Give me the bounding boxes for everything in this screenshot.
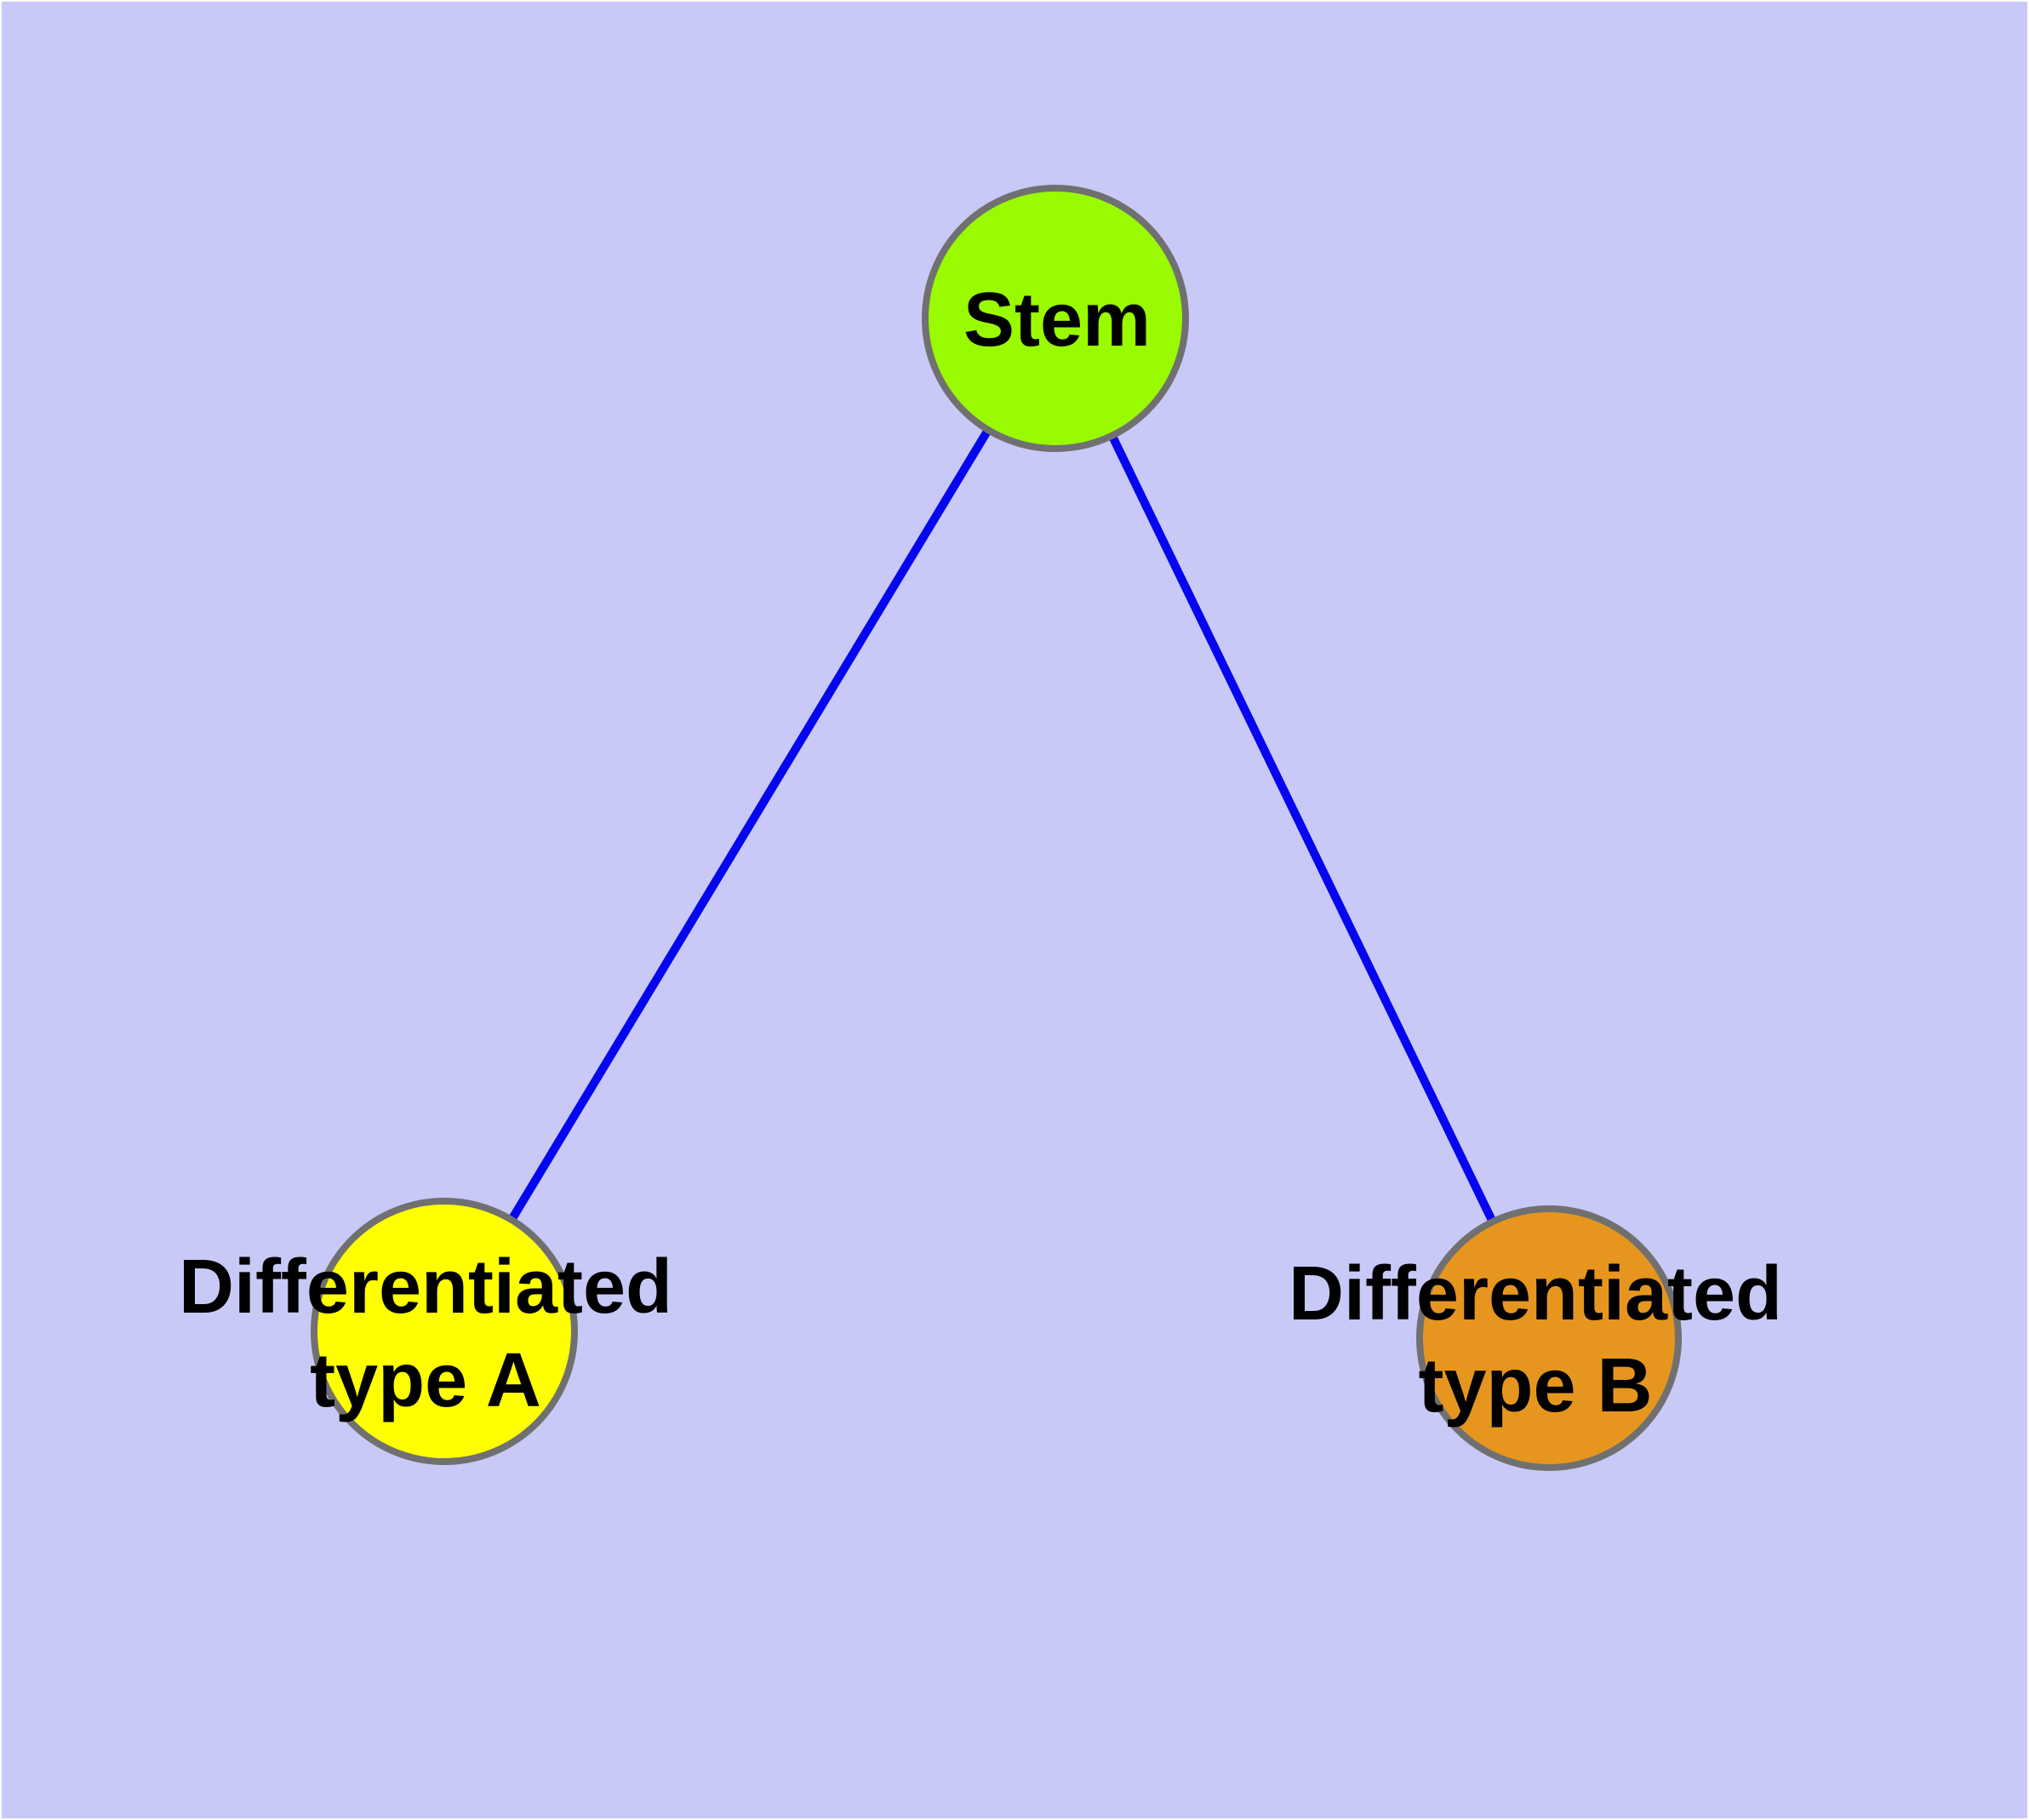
edge-stem-to-type-a <box>440 316 1060 1334</box>
node-differentiated-type-a-label-line1: Differentiated <box>179 1245 672 1330</box>
node-differentiated-type-b: Differentiated type B <box>1289 1205 1782 1471</box>
node-differentiated-type-b-label-line2: type B <box>1418 1343 1652 1428</box>
node-differentiated-type-a-label-line2: type A <box>310 1338 541 1423</box>
node-differentiated-type-b-circle <box>1416 1205 1682 1471</box>
node-stem: Stem <box>922 185 1189 452</box>
node-stem-circle <box>922 185 1189 452</box>
edge-stem-to-type-b <box>1051 316 1553 1341</box>
node-differentiated-type-a: Differentiated type A <box>179 1198 672 1465</box>
node-differentiated-type-b-label-line1: Differentiated <box>1289 1251 1782 1336</box>
node-differentiated-type-a-circle <box>311 1198 578 1465</box>
node-stem-label: Stem <box>963 278 1151 363</box>
